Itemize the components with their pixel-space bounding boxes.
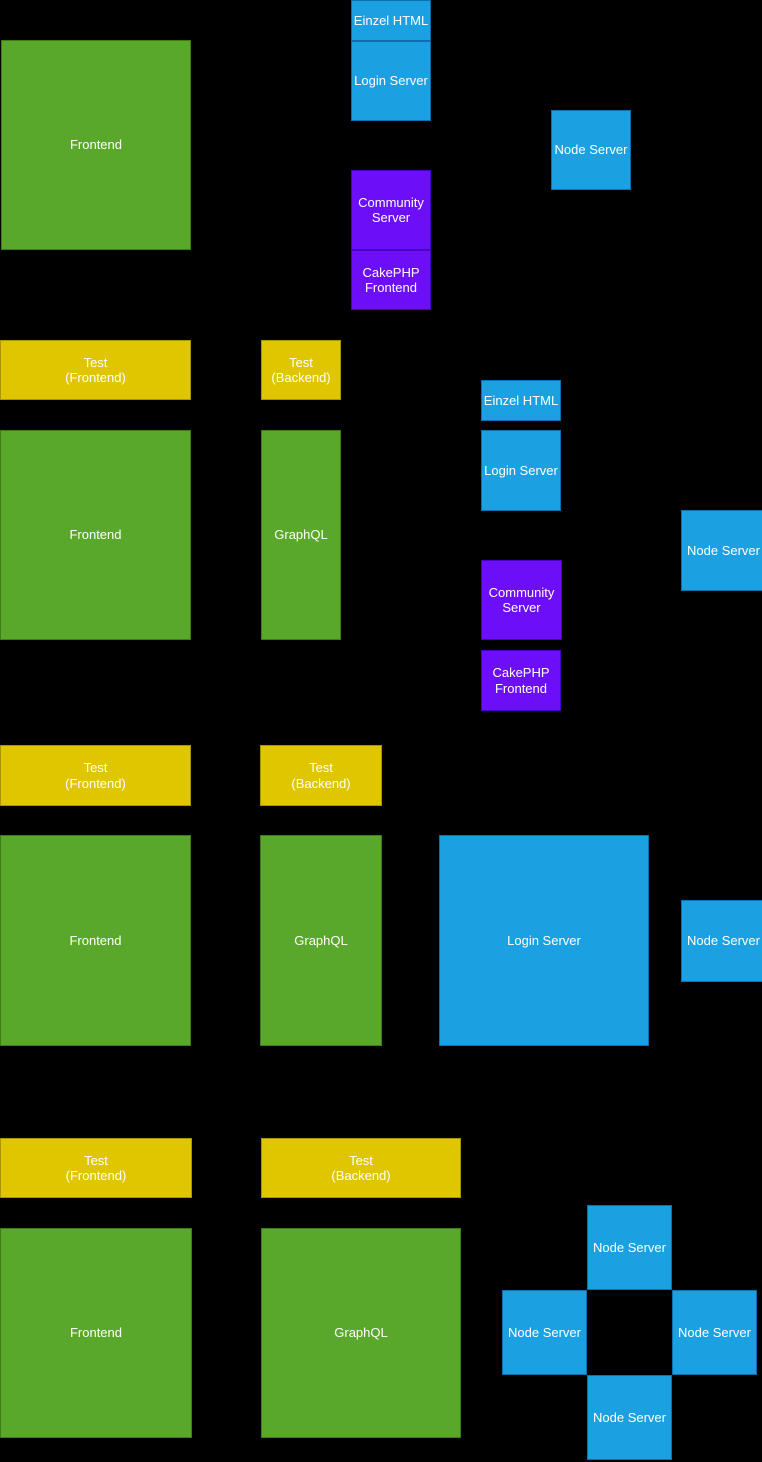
stage-2-frontend-node: Frontend <box>0 430 191 640</box>
stage-2-graphql-node: GraphQL <box>261 430 341 640</box>
stage-4-graphql-node: GraphQL <box>261 1228 461 1438</box>
stage-2-node-server-node: Node Server <box>681 510 762 591</box>
stage-1-frontend-node: Frontend <box>1 40 191 250</box>
stage-3-test-backend-node: Test (Backend) <box>260 745 382 806</box>
stage-1-community-server-node: Community Server <box>351 170 431 250</box>
stage-2-community-server-node: Community Server <box>481 560 562 640</box>
stage-3-node-server-node: Node Server <box>681 900 762 982</box>
stage-1-login-server-node: Login Server <box>351 41 431 121</box>
stage-3-test-frontend-node: Test (Frontend) <box>0 745 191 806</box>
stage-4-node-server-bottom-node: Node Server <box>587 1375 672 1460</box>
stage-1-cakephp-frontend-node: CakePHP Frontend <box>351 250 431 310</box>
stage-3-graphql-node: GraphQL <box>260 835 382 1046</box>
stage-4-test-frontend-node: Test (Frontend) <box>0 1138 192 1198</box>
stage-4-test-backend-node: Test (Backend) <box>261 1138 461 1198</box>
stage-2-test-frontend-node: Test (Frontend) <box>0 340 191 400</box>
stage-2-login-server-node: Login Server <box>481 430 561 511</box>
stage-1-node-server-node: Node Server <box>551 110 631 190</box>
stage-2-cakephp-frontend-node: CakePHP Frontend <box>481 650 561 711</box>
stage-1-einzel-html-node: Einzel HTML <box>351 0 431 41</box>
stage-3-login-server-node: Login Server <box>439 835 649 1046</box>
stage-4-node-server-left-node: Node Server <box>502 1290 587 1375</box>
stage-2-einzel-html-node: Einzel HTML <box>481 380 561 421</box>
stage-4-frontend-node: Frontend <box>0 1228 192 1438</box>
stage-4-node-server-right-node: Node Server <box>672 1290 757 1375</box>
stage-3-frontend-node: Frontend <box>0 835 191 1046</box>
stage-4-node-server-top-node: Node Server <box>587 1205 672 1290</box>
stage-2-test-backend-node: Test (Backend) <box>261 340 341 400</box>
